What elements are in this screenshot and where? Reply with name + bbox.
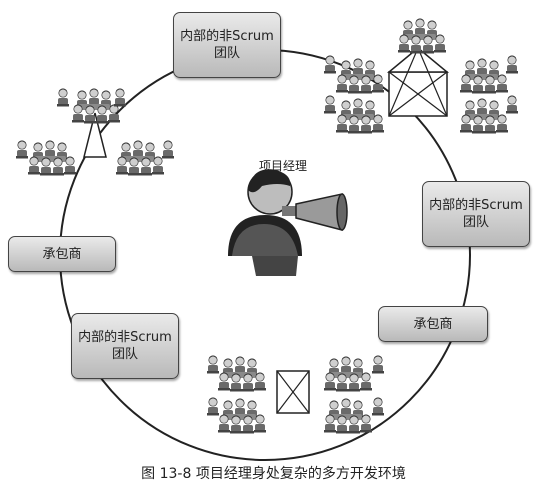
- team-right-line2: 团队: [462, 215, 489, 230]
- rectangle-team-group: [324, 19, 518, 134]
- project-manager-label: 项目经理: [258, 159, 307, 173]
- internal-non-scrum-team-right: 内部的非Scrum 团队: [422, 181, 530, 247]
- internal-non-scrum-team-top: 内部的非Scrum 团队: [173, 12, 281, 78]
- bottom-team-group: [207, 356, 384, 434]
- team-right-line1: 内部的非Scrum: [429, 198, 523, 213]
- team-top-line2: 团队: [213, 46, 240, 61]
- project-manager-icon: [228, 169, 348, 276]
- contractor-left-label: 承包商: [42, 246, 82, 262]
- triangle-team-group: [16, 89, 174, 176]
- contractor-left: 承包商: [8, 236, 116, 272]
- contractor-right-label: 承包商: [413, 316, 453, 332]
- contractor-right: 承包商: [378, 306, 488, 342]
- internal-non-scrum-team-left: 内部的非Scrum 团队: [71, 313, 179, 379]
- team-left-line1: 内部的非Scrum: [78, 330, 172, 345]
- team-top-line1: 内部的非Scrum: [180, 29, 274, 44]
- team-left-line2: 团队: [111, 347, 138, 362]
- figure-caption: 图 13-8 项目经理身处复杂的多方开发环境: [141, 466, 406, 482]
